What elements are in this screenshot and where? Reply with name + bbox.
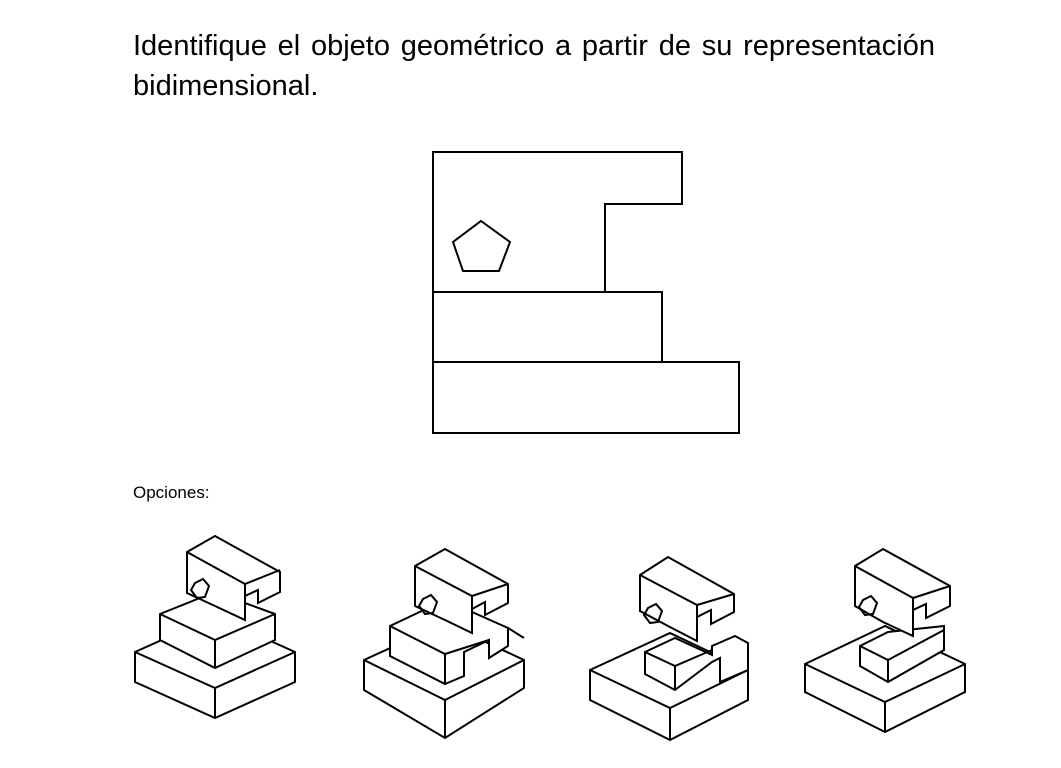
options-label: Opciones: xyxy=(133,483,210,502)
option-3[interactable] xyxy=(589,555,749,742)
option-1[interactable] xyxy=(134,534,296,720)
bottom-block xyxy=(432,361,740,434)
question-text: Identifique el objeto geométrico a parti… xyxy=(133,30,935,102)
top-block-outline xyxy=(432,151,683,292)
front-view xyxy=(432,151,740,434)
option-2[interactable] xyxy=(363,547,525,740)
option-4[interactable] xyxy=(804,547,966,734)
middle-block xyxy=(432,291,663,363)
pentagon-hole xyxy=(451,219,512,272)
